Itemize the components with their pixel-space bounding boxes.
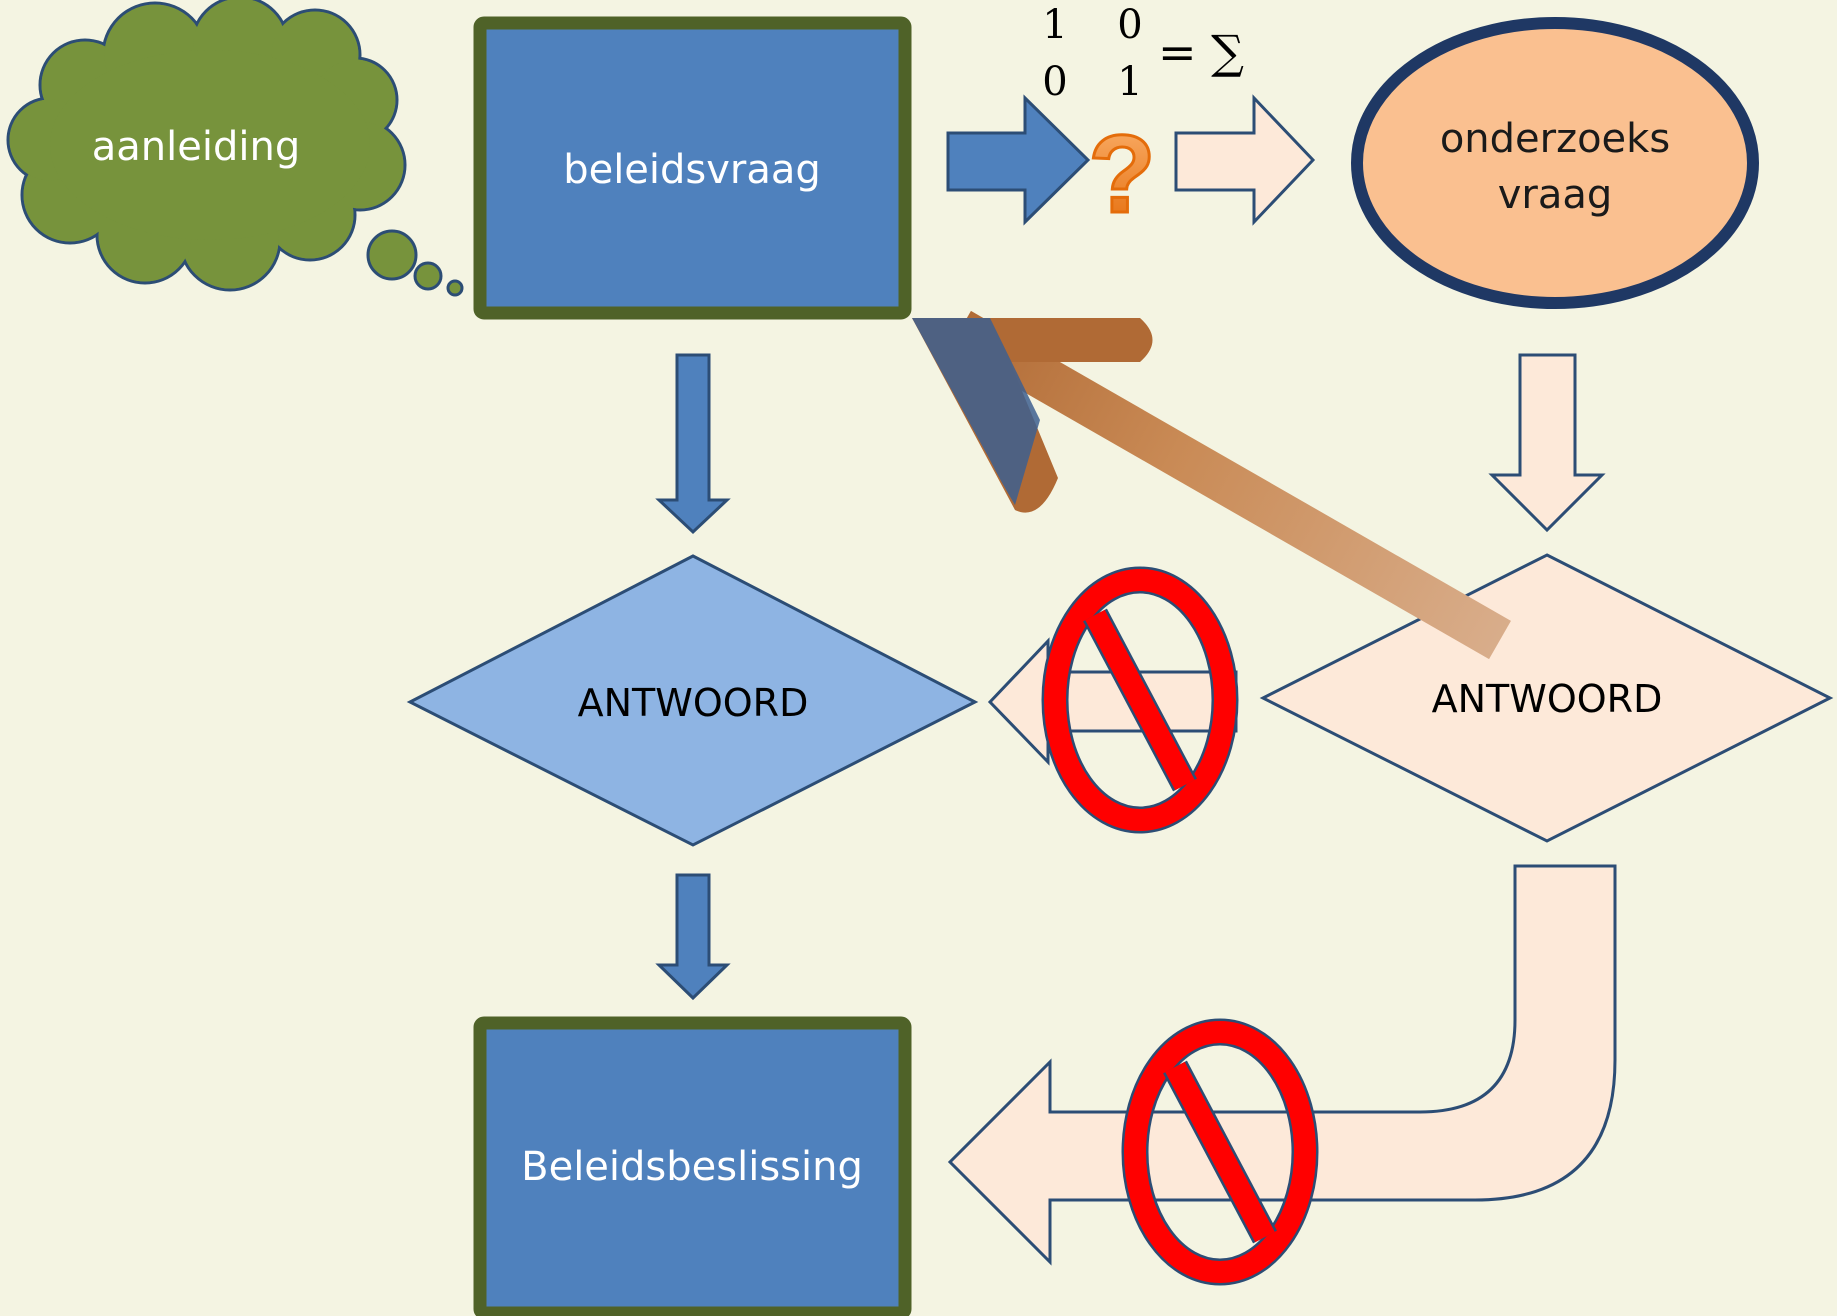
matrix-r2c2: 1 [1117,59,1142,105]
aanleiding-cloud: aanleiding [6,0,464,297]
thought-bubble-large [366,229,418,281]
arrow-to-onderzoeksvraag [1174,94,1316,226]
matrix-r1c2: 0 [1117,2,1142,48]
beleidsvraag-box: beleidsvraag [473,16,912,320]
matrix-r2c1: 0 [1042,59,1067,105]
arrow-down-onderzoeksvraag [1488,353,1606,533]
thought-bubble-medium [413,261,443,291]
arrow-down-beleidsvraag [655,353,731,535]
equals-sum: = ∑ [1158,25,1244,79]
arrow-bent-blocked [947,864,1617,1266]
arrow-to-question [946,94,1091,226]
aanleiding-label: aanleiding [92,124,300,170]
antwoord-right-diamond: ANTWOORD [1259,553,1834,843]
antwoord-left-diamond: ANTWOORD [406,554,979,847]
question-mark-icon: ? [1088,113,1155,236]
onderzoeksvraag-ellipse: onderzoeks vraag [1351,17,1759,309]
matrix-r1c1: 1 [1042,2,1067,48]
matrix-sum: 1 0 0 1 = ∑ [1042,2,1244,105]
onderzoeksvraag-label-line2: vraag [1498,172,1613,218]
onderzoeksvraag-label-line1: onderzoeks [1440,116,1670,162]
beleidsvraag-label: beleidsvraag [563,147,821,193]
arrow-down-antwoord [655,873,731,1001]
beleidsbeslissing-box: Beleidsbeslissing [473,1016,912,1316]
prohibited-icon-answers [1041,566,1239,834]
prohibited-icon-decision [1121,1018,1319,1286]
beleidsbeslissing-label: Beleidsbeslissing [521,1144,863,1190]
feedback-arrow [912,310,1511,660]
antwoord-left-label: ANTWOORD [578,681,809,725]
thought-bubble-small [446,279,464,297]
antwoord-right-label: ANTWOORD [1432,677,1663,721]
